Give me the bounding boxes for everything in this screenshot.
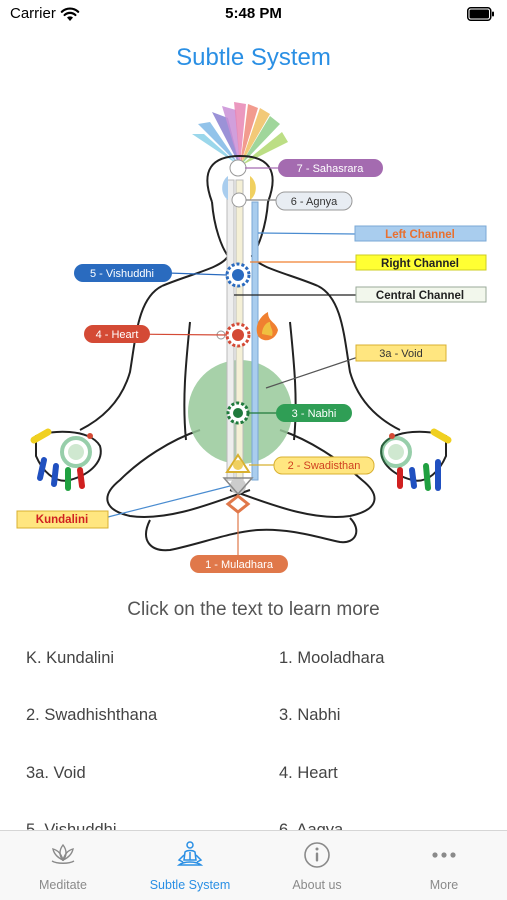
link-heart[interactable]: 4. Heart	[279, 764, 338, 782]
more-dots-icon	[432, 852, 456, 858]
nabhi-chakra	[226, 401, 250, 425]
label-central-channel[interactable]: Central Channel	[355, 286, 487, 303]
tab-bar: Meditate Subtle System About us	[0, 830, 507, 900]
label-void[interactable]: 3a - Void	[355, 344, 447, 362]
tab-meditate[interactable]: Meditate	[0, 831, 126, 900]
meditating-person-icon	[176, 841, 204, 866]
svg-text:1 - Muladhara: 1 - Muladhara	[205, 559, 274, 571]
tab-about-us-label: About us	[292, 878, 342, 892]
svg-text:Kundalini: Kundalini	[36, 514, 88, 526]
heart-chakra	[225, 312, 278, 348]
battery-icon	[467, 7, 494, 21]
link-void[interactable]: 3a. Void	[26, 764, 86, 782]
agnya-chakra	[231, 192, 247, 208]
label-vishuddhi[interactable]: 5 - Vishuddhi	[74, 264, 172, 282]
label-nabhi[interactable]: 3 - Nabhi	[276, 404, 352, 422]
svg-text:6 - Agnya: 6 - Agnya	[291, 196, 338, 208]
label-sahasrara[interactable]: 7 - Sahasrara	[278, 159, 383, 177]
link-nabhi[interactable]: 3. Nabhi	[279, 706, 341, 724]
tab-about-us[interactable]: About us	[254, 831, 380, 900]
tab-more-label: More	[429, 878, 459, 892]
page-title: Subtle System	[176, 44, 331, 71]
tab-subtle-system[interactable]: Subtle System	[127, 831, 253, 900]
chakra-link-list: K. Kundalini 1. Mooladhara 2. Swadhishth…	[0, 640, 507, 830]
link-swadhishthana[interactable]: 2. Swadhishthana	[26, 706, 158, 724]
svg-text:3a - Void: 3a - Void	[379, 348, 422, 360]
wifi-icon	[60, 7, 80, 21]
label-swadisthan[interactable]: 2 - Swadisthan	[273, 456, 375, 475]
tab-meditate-label: Meditate	[39, 878, 87, 892]
label-heart[interactable]: 4 - Heart	[84, 325, 150, 343]
kundalini-point	[230, 478, 246, 494]
sahasrara-petals	[192, 102, 288, 166]
svg-text:Left Channel: Left Channel	[385, 229, 455, 241]
swadisthan-chakra	[225, 453, 251, 473]
link-vishuddhi[interactable]: 5. Vishuddhi	[26, 821, 117, 830]
status-bar: Carrier 5:48 PM	[0, 0, 507, 30]
body-outline	[79, 154, 401, 552]
lotus-icon	[51, 843, 75, 864]
label-kundalini[interactable]: Kundalini	[16, 510, 109, 529]
svg-text:3 - Nabhi: 3 - Nabhi	[292, 408, 337, 420]
carrier-label: Carrier	[10, 5, 56, 22]
label-agnya[interactable]: 6 - Agnya	[275, 191, 353, 211]
link-kundalini[interactable]: K. Kundalini	[26, 649, 115, 667]
label-muladhara[interactable]: 1 - Muladhara	[190, 555, 288, 573]
link-aagya[interactable]: 6. Aagya	[279, 821, 344, 830]
tab-more[interactable]: More	[381, 831, 507, 900]
svg-text:4 - Heart: 4 - Heart	[96, 329, 139, 341]
info-icon	[304, 842, 330, 868]
vishuddhi-chakra	[225, 262, 251, 288]
sahasrara-chakra	[229, 159, 247, 177]
svg-text:Central Channel: Central Channel	[376, 290, 464, 302]
clock: 5:48 PM	[225, 5, 282, 22]
svg-text:2 - Swadisthan: 2 - Swadisthan	[288, 460, 361, 472]
svg-text:7 - Sahasrara: 7 - Sahasrara	[297, 163, 365, 175]
svg-text:Right Channel: Right Channel	[381, 258, 459, 270]
left-hand	[30, 428, 102, 491]
tab-subtle-system-label: Subtle System	[149, 878, 231, 892]
instructions-text: Click on the text to learn more	[127, 599, 380, 620]
right-hand	[380, 428, 452, 491]
label-left-channel[interactable]: Left Channel	[354, 225, 487, 242]
subtle-system-diagram: 7 - Sahasrara 6 - Agnya Left Channel Rig…	[16, 102, 487, 573]
label-right-channel[interactable]: Right Channel	[355, 254, 487, 271]
svg-text:5 - Vishuddhi: 5 - Vishuddhi	[90, 268, 154, 280]
left-channel-line	[251, 201, 259, 481]
link-mooladhara[interactable]: 1. Mooladhara	[279, 649, 385, 667]
